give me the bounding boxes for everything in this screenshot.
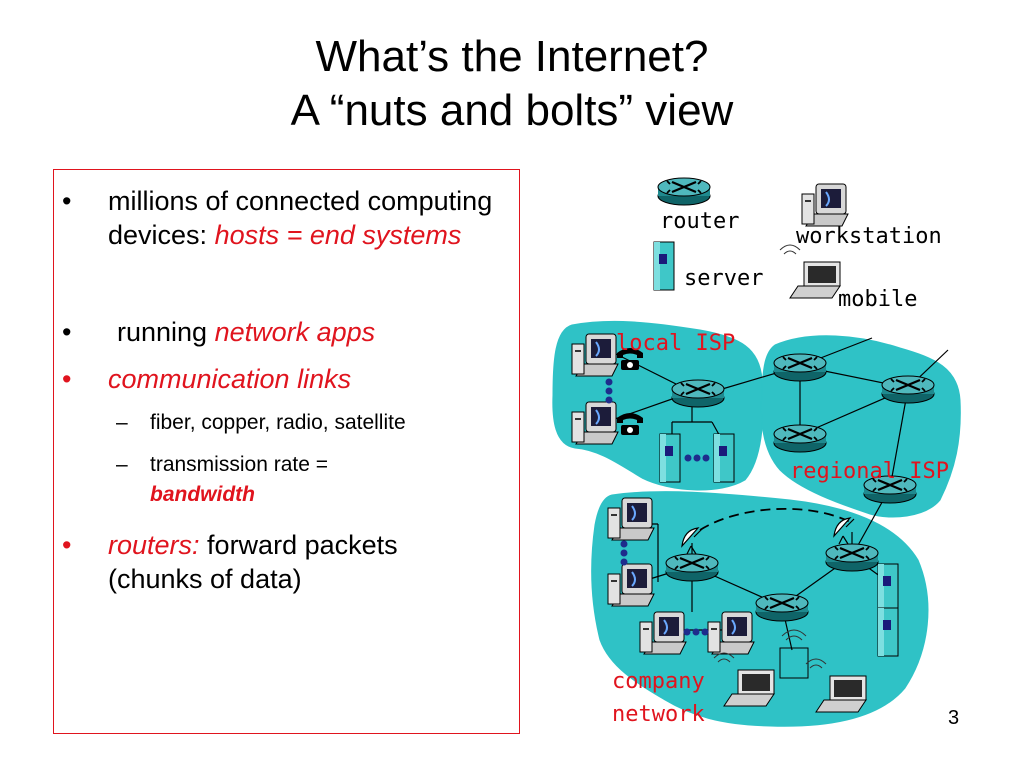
sub-bullet-rate-text: transmission rate = (150, 453, 328, 476)
bullet-hosts-text: millions of connected computing devices: (108, 186, 493, 250)
router-icon (754, 592, 810, 623)
bullet-dot: • (62, 317, 72, 347)
bullet-dot: • (62, 530, 72, 560)
link-dots (683, 628, 709, 636)
bullet-routers-text: forward packets (chunks of data) (108, 530, 398, 594)
router-icon (772, 423, 828, 454)
legend-server-label: server (684, 266, 763, 291)
router-icon (880, 374, 936, 405)
bandwidth-term: bandwidth (150, 483, 255, 506)
page-number: 3 (948, 707, 960, 729)
bullet-apps-text: running (117, 317, 215, 347)
sub-bullet-media-text: fiber, copper, radio, satellite (150, 411, 406, 434)
bullet-comm-links-text: communication links (108, 364, 352, 394)
local-isp-label: local ISP (616, 331, 735, 356)
legend-workstation-label: workstation (796, 224, 942, 249)
slide-title: What’s the Internet? A “nuts and bolts” … (0, 30, 1024, 138)
title-line-2: A “nuts and bolts” view (290, 86, 734, 135)
router-icon (670, 378, 726, 409)
bullet-hosts-emph: hosts = end systems (214, 220, 462, 250)
bullet-text-box: • millions of connected computing device… (53, 169, 520, 734)
server-icon (659, 433, 681, 483)
mobile-icon (779, 244, 841, 299)
link-dots (605, 378, 613, 404)
router-icon (824, 542, 880, 573)
company-network-label-2: network (612, 702, 705, 727)
bullet-dot: • (62, 186, 72, 216)
wireless-waves-icon (781, 629, 807, 641)
base-station-icon (779, 647, 809, 679)
link-dots (684, 454, 710, 462)
router-icon (656, 176, 712, 207)
bullet-dot: • (62, 364, 72, 394)
bullet-routers-emph: routers: (108, 530, 200, 560)
network-diagram: router workstation server mobile local I… (552, 176, 961, 727)
link-dots (620, 540, 628, 566)
bullet-apps-emph: network apps (214, 317, 376, 347)
satellite-link (699, 508, 851, 531)
server-icon (877, 563, 899, 613)
router-icon (664, 552, 720, 583)
company-network-label-1: company (612, 669, 705, 694)
legend-router-label: router (660, 209, 739, 234)
sub-bullet-dash: – (116, 411, 128, 434)
server-icon (877, 607, 899, 657)
legend-mobile-label: mobile (838, 287, 917, 312)
router-icon (772, 352, 828, 383)
server-icon (653, 241, 675, 291)
regional-isp-label: regional ISP (790, 459, 949, 484)
sub-bullet-dash: – (116, 453, 128, 476)
workstation-icon (801, 183, 849, 227)
server-icon (713, 433, 735, 483)
title-line-1: What’s the Internet? (315, 32, 709, 81)
